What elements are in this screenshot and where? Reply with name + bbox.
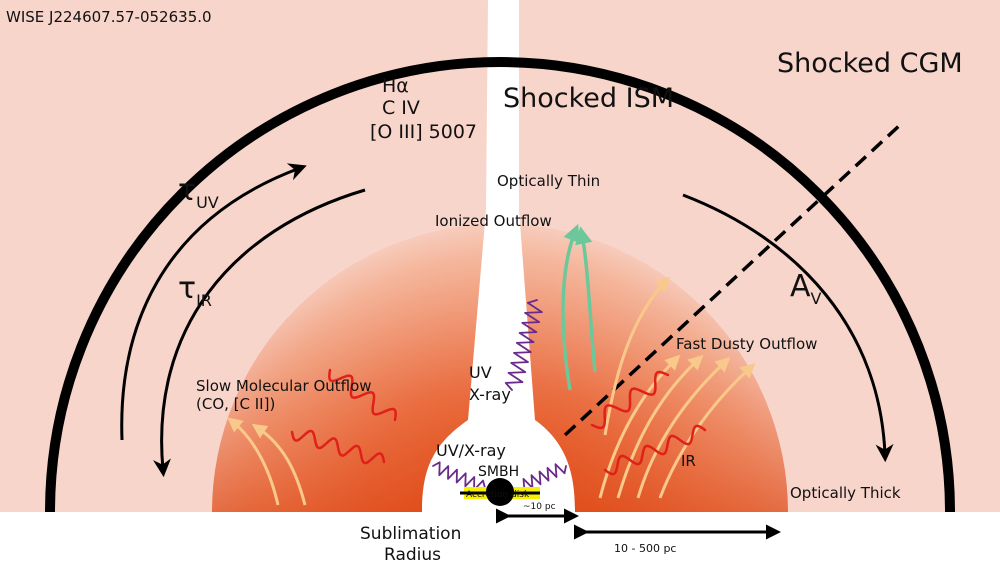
oiii-label: [O III] 5007 [370,121,477,143]
cgm-shock-arc [45,57,955,513]
slow-molecular-species-label: (CO, [C II]) [196,395,275,413]
ism-label: Shocked ISM [503,83,674,114]
sublimation-label: Sublimation [360,524,461,544]
fast-outflow-arrow [616,354,704,499]
tau-uv-label: τUV [178,173,219,212]
inner-scale-label: ~10 pc [523,502,556,512]
fast-outflow-arrow [636,356,731,499]
uv-label: UV [469,363,492,382]
av-arrow [682,193,894,463]
ionized-outflow-arrow [575,226,597,373]
cgm-label: Shocked CGM [777,48,963,79]
tau-ir-label: τIR [178,271,212,310]
fast-dusty-outflow-label: Fast Dusty Outflow [676,335,817,353]
ir-photon-wave [290,429,386,465]
uv-photon-wave [517,463,567,493]
civ-label: C IV [382,97,420,119]
ionized-outflow-arrow [561,223,580,391]
tau-uv-arrow [120,163,307,441]
slow-outflow-arrow [227,417,280,506]
uv-xray-label: UV/X-ray [436,441,506,460]
ir-photon-wave [328,368,397,422]
ionization-cone [422,0,575,512]
ir-photon-wave [590,370,670,430]
smbh-label: SMBH [478,464,519,480]
ground-band [0,512,1000,579]
outer-scale-label: 10 - 500 pc [614,542,676,555]
slow-outflow-arrow [251,423,307,506]
accretion-disk-label: Accretion disk [466,490,530,500]
halpha-label: Hα [382,75,409,97]
av-label: AV [790,269,822,308]
xray-label: X-ray [469,385,511,404]
tau-ir-arrow [153,188,366,478]
optically-thick-label: Optically Thick [790,484,901,502]
object-id: WISE J224607.57-052635.0 [6,8,212,26]
optically-thin-label: Optically Thin [497,172,600,190]
radius-label: Radius [384,545,441,565]
slow-molecular-outflow-label: Slow Molecular Outflow [196,377,372,395]
ir-photon-wave [603,424,707,476]
uv-photon-wave [504,299,543,391]
ionized-outflow-label: Ionized Outflow [435,212,552,230]
line-of-sight [563,123,902,437]
ir-label: IR [681,452,696,470]
fast-outflow-arrow [603,276,671,436]
